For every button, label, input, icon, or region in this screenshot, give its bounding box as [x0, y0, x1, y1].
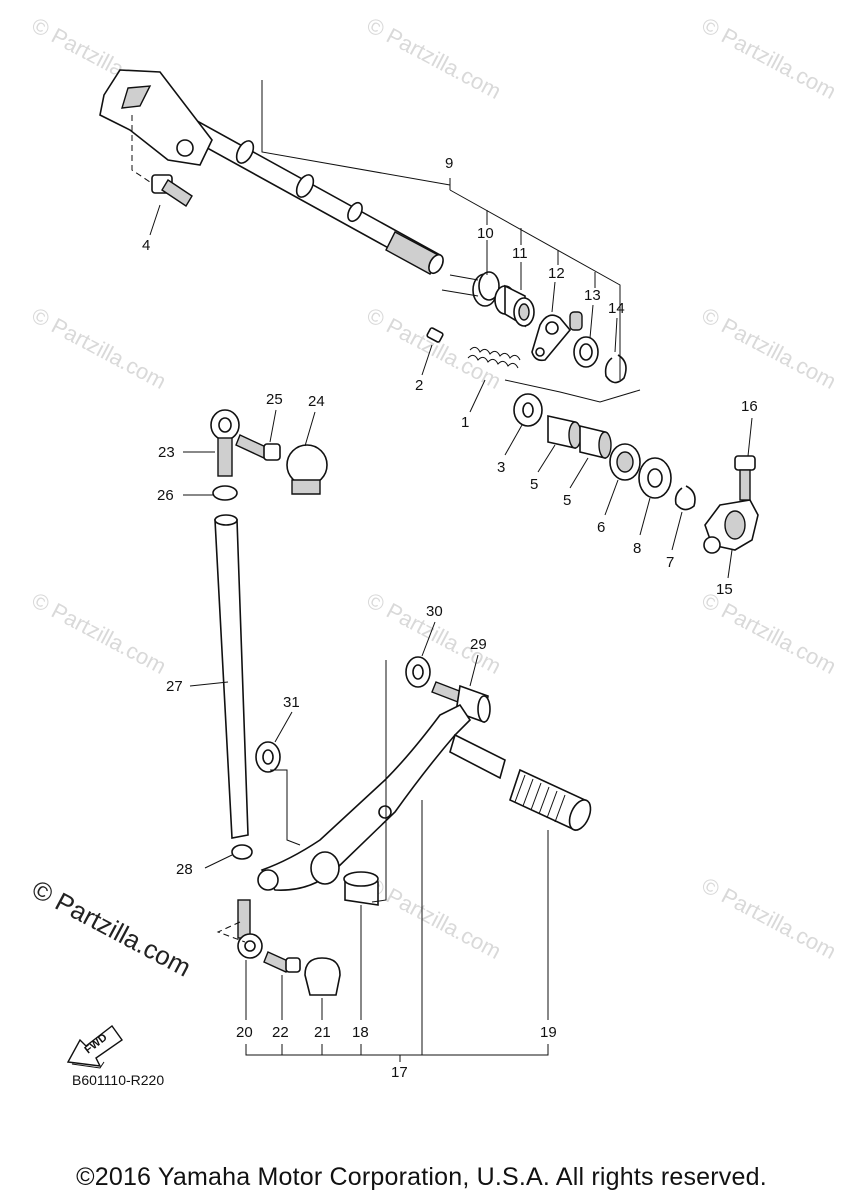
shift-arm-15 [703, 499, 759, 554]
shift-arm-plate [99, 69, 213, 166]
callout-13: 13 [584, 287, 601, 304]
callout-24: 24 [308, 393, 325, 410]
watermark: © Partzilla.com [363, 872, 506, 964]
callout-labels: 9 10 11 12 13 14 4 2 1 3 5 5 6 8 7 15 16… [142, 155, 758, 1081]
forward-arrow-icon: FWD [66, 1025, 123, 1069]
callout-11: 11 [512, 245, 528, 262]
watermark-main: © Partzilla.com [27, 874, 196, 983]
shift-arm-hole [176, 139, 194, 157]
callout-5b: 5 [563, 492, 571, 509]
shift-shaft-assembly [99, 69, 641, 403]
bolt-16-thread [739, 469, 751, 501]
callout-27: 27 [166, 678, 183, 695]
callout-5a: 5 [530, 476, 538, 493]
shaft-collar [235, 140, 255, 164]
shift-rod-assembly [210, 409, 328, 860]
shift-pedal-assembly [216, 656, 592, 996]
watermark: © Partzilla.com [698, 302, 841, 394]
nut-26 [212, 485, 238, 501]
callout-10: 10 [477, 225, 494, 242]
callout-2: 2 [415, 377, 423, 394]
leader-dashed [131, 115, 151, 183]
callout-20: 20 [236, 1024, 253, 1041]
nut-28 [231, 844, 253, 860]
watermark: © Partzilla.com [698, 12, 841, 104]
diagram-code: B601110-R220 [72, 1072, 164, 1088]
shaft-collar [295, 174, 315, 198]
watermark: © Partzilla.com [363, 587, 506, 679]
callout-14: 14 [608, 300, 625, 317]
bolt-16-head [734, 455, 756, 471]
bolt-25-head [263, 443, 281, 461]
callout-4: 4 [142, 237, 150, 254]
pedal-peg-shaft [449, 733, 506, 780]
callout-9: 9 [445, 155, 453, 172]
shift-rod-27 [214, 519, 249, 839]
callout-30: 30 [426, 603, 443, 620]
callout-25: 25 [266, 391, 283, 408]
bolt-22-head [285, 957, 301, 973]
callout-7: 7 [666, 554, 674, 571]
assembly-outline [504, 379, 641, 403]
copyright-notice: ©2016 Yamaha Motor Corporation, U.S.A. A… [76, 1163, 767, 1191]
shift-arm-slot [121, 85, 152, 109]
callout-1: 1 [461, 414, 469, 431]
watermark: © Partzilla.com [698, 587, 841, 679]
torsion-spring-10 [441, 271, 500, 307]
callout-3: 3 [497, 459, 505, 476]
callout-12: 12 [548, 265, 565, 282]
bolt-22-thread [263, 951, 291, 973]
callout-31: 31 [283, 694, 300, 711]
watermark: © Partzilla.com [363, 302, 506, 394]
callout-16: 16 [741, 398, 758, 415]
watermark: © Partzilla.com [28, 302, 171, 394]
callout-26: 26 [157, 487, 174, 504]
callout-19: 19 [540, 1024, 557, 1041]
circlip-7 [674, 485, 696, 511]
callout-18: 18 [352, 1024, 369, 1041]
shift-pedal-17 [260, 703, 472, 891]
shaft-collar [347, 201, 363, 223]
rod-end-20-thread [237, 899, 251, 939]
callout-23: 23 [158, 444, 175, 461]
watermark-group: © Partzilla.com © Partzilla.com © Partzi… [27, 12, 840, 982]
callout-21: 21 [314, 1024, 331, 1041]
collar-11 [494, 284, 535, 328]
callout-29: 29 [470, 636, 487, 653]
callout-28: 28 [176, 861, 193, 878]
stopper-lever-12 [531, 311, 583, 362]
cover-21 [304, 957, 341, 996]
watermark: © Partzilla.com [363, 12, 506, 104]
rod-end-23-thread [217, 437, 233, 477]
leader-dashed [216, 921, 246, 943]
callout-6: 6 [597, 519, 605, 536]
circlip-14 [604, 354, 627, 384]
watermark: © Partzilla.com [698, 872, 841, 964]
spring-1 [467, 346, 521, 369]
shift-shaft-spline [385, 231, 441, 275]
shaft-end [428, 253, 444, 275]
bearing-5a [547, 415, 582, 449]
pedal-rubber-19 [509, 768, 592, 832]
callout-22: 22 [272, 1024, 289, 1041]
washer-13-hole [579, 343, 593, 361]
callout-17: 17 [391, 1064, 408, 1081]
bearing-5b [579, 424, 612, 460]
leader-lines [149, 80, 753, 1062]
pin-2 [426, 327, 444, 343]
bolt-4-thread [161, 179, 193, 207]
callout-8: 8 [633, 540, 641, 557]
watermark: © Partzilla.com [28, 587, 171, 679]
cover-24 [286, 444, 328, 486]
bearing-row [513, 393, 759, 554]
callout-15: 15 [716, 581, 733, 598]
